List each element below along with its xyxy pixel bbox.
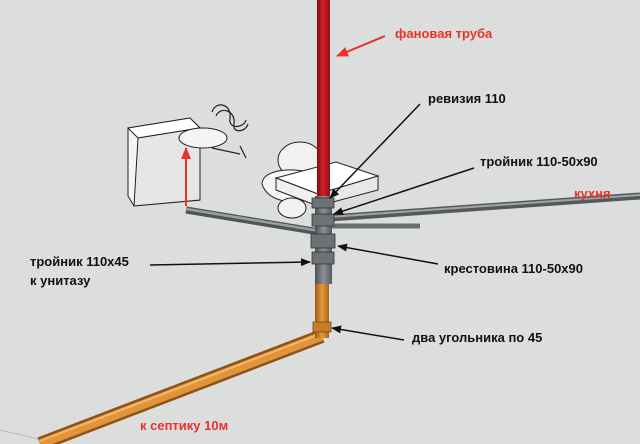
tee-45-fitting <box>311 251 335 265</box>
fan-pipe <box>317 0 330 200</box>
label-revision: ревизия 110 <box>428 91 506 106</box>
septic-pipe <box>37 329 325 444</box>
elbows-arrow <box>331 325 405 341</box>
label-tee-110x45: тройник 110x45 <box>30 254 129 269</box>
kitchen-pipe <box>329 192 640 229</box>
tee-arrow <box>333 167 475 215</box>
label-kitchen: кухня <box>574 186 611 201</box>
fan-pipe-arrow <box>336 35 386 57</box>
label-cross: крестовина 110-50x90 <box>444 261 584 276</box>
label-to-toilet: к унитазу <box>30 273 91 288</box>
label-tee-110-50: тройник 110-50x90 <box>480 154 598 169</box>
tee-45-arrow <box>149 258 311 267</box>
elbow-fitting <box>312 321 332 333</box>
tee-fitting <box>311 213 335 227</box>
label-to-septic: к септику 10м <box>140 418 229 433</box>
revision-fitting <box>311 197 335 209</box>
washbasin-icon <box>126 104 249 207</box>
revision-arrow <box>329 103 421 199</box>
label-two-elbows: два угольника по 45 <box>412 330 543 345</box>
cross-fitting <box>310 233 336 249</box>
toilet-branch-pipe <box>185 206 321 236</box>
cross-arrow <box>337 243 439 265</box>
label-fan-pipe: фановая труба <box>395 26 493 41</box>
